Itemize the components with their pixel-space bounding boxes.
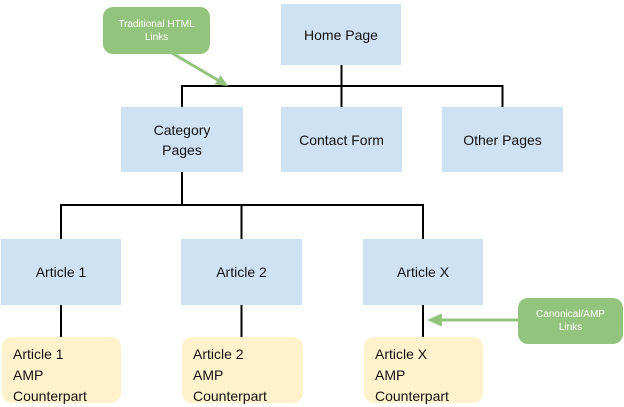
node-other-pages: Other Pages <box>442 107 563 172</box>
connector-category-to-articlex <box>181 172 424 239</box>
node-article-1-amp-counterpart: Article 1 AMP Counterpart <box>2 337 121 404</box>
node-home-page: Home Page <box>281 4 401 65</box>
connector-home-to-other <box>340 65 504 107</box>
node-article-x-amp-counterpart: Article X AMP Counterpart <box>364 337 483 404</box>
connector-home-to-category <box>181 65 343 107</box>
annotation-traditional-html-links: Traditional HTML Links <box>103 7 210 54</box>
traditional-links-arrow-icon <box>171 51 228 86</box>
annotation-canonical-amp-links: Canonical/AMP Links <box>518 298 623 344</box>
node-article-2-amp-counterpart: Article 2 AMP Counterpart <box>182 337 303 404</box>
node-contact-form: Contact Form <box>281 107 402 172</box>
connector-category-to-article1 <box>60 172 183 239</box>
node-article-2: Article 2 <box>181 239 302 305</box>
node-category-pages: Category Pages <box>121 107 243 172</box>
node-article-1: Article 1 <box>1 239 121 305</box>
canonical-links-arrow-icon <box>427 313 518 327</box>
node-article-x: Article X <box>363 239 483 305</box>
